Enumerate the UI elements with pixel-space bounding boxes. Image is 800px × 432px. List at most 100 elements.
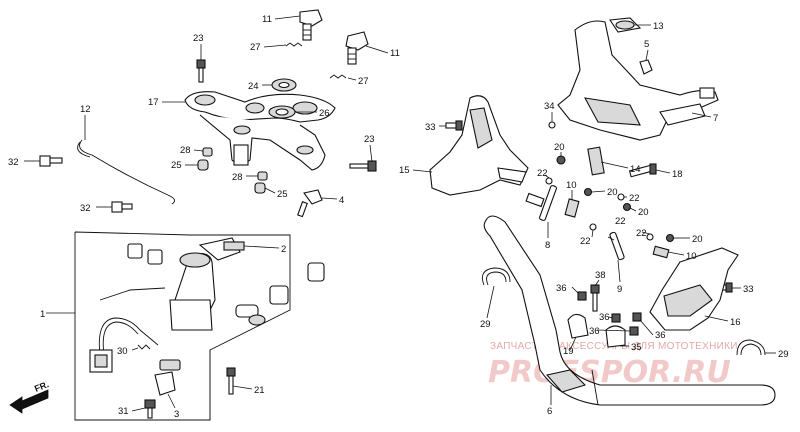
ignition-switch-part — [169, 237, 245, 331]
callout-2: 2 — [281, 244, 286, 255]
connector-part-b — [147, 249, 163, 265]
watermark: ЗАПЧАСТИ И АКСЕССУАРЫ ДЛЯ МОТОТЕХНИКИ PR… — [488, 341, 737, 390]
callout-19: 19 — [563, 346, 574, 357]
bolt-part-20b — [583, 187, 593, 197]
watermark-line2: PROFSPOR.RU — [488, 355, 731, 390]
key-part — [297, 189, 323, 218]
left-cover-part — [429, 95, 529, 196]
clip-part-30 — [137, 344, 151, 350]
callout-31: 31 — [118, 406, 129, 417]
front-direction-marker: FR. — [9, 379, 50, 414]
callout-5: 5 — [644, 39, 649, 50]
callout-32: 32 — [8, 157, 19, 168]
bolt-part-23a — [196, 59, 206, 83]
right-cover-part — [649, 247, 739, 331]
clamp-part-29b — [736, 339, 766, 356]
callout-1: 1 — [40, 309, 45, 320]
callout-12: 12 — [80, 104, 91, 115]
callout-14: 14 — [630, 164, 641, 175]
nut-part-25b — [254, 182, 266, 194]
callout-21: 21 — [254, 385, 265, 396]
bolt-part-21 — [226, 367, 236, 395]
clip-part-10a — [564, 198, 580, 218]
callout-30: 30 — [117, 346, 128, 357]
callout-11: 11 — [390, 48, 400, 59]
callout-25: 25 — [171, 160, 182, 171]
callout-16: 16 — [730, 317, 741, 328]
callout-3: 3 — [174, 409, 179, 420]
harness-part — [89, 287, 166, 373]
callout-20: 20 — [638, 207, 649, 218]
callout-22: 22 — [636, 228, 647, 239]
connector-part-e — [235, 304, 266, 326]
callout-36: 36 — [589, 326, 600, 337]
callout-22: 22 — [629, 193, 640, 204]
bolt-part-20a — [556, 155, 566, 165]
callout-34: 34 — [544, 101, 555, 112]
holder-part-19 — [567, 313, 589, 339]
callout-18: 18 — [672, 169, 683, 180]
bolt-part-23b — [349, 160, 377, 172]
bolt-part-18 — [628, 163, 657, 178]
callout-10: 10 — [566, 180, 577, 191]
callout-4: 4 — [339, 195, 344, 206]
connector-part-c — [307, 262, 325, 282]
bolt-part-36b — [611, 313, 621, 323]
callout-9: 9 — [617, 284, 622, 295]
bolt-part-20c — [622, 202, 632, 212]
leader-lines — [24, 15, 776, 412]
rod-part-9 — [609, 231, 625, 261]
rod-part-8 — [525, 185, 557, 221]
clip-part-14 — [587, 146, 605, 176]
washer-part-22b — [617, 193, 625, 201]
callout-labels: 11 27 11 27 23 24 17 26 23 28 25 28 25 4… — [8, 14, 789, 420]
callout-32: 32 — [80, 203, 91, 214]
callout-38: 38 — [595, 270, 606, 281]
callout-11: 11 — [262, 14, 272, 25]
fairing-stay-part — [557, 17, 719, 141]
callout-22: 22 — [580, 236, 591, 247]
callout-36: 36 — [655, 330, 666, 341]
callout-27: 27 — [250, 42, 261, 53]
callout-33: 33 — [425, 122, 436, 133]
connector-part-a — [127, 243, 143, 259]
callout-7: 7 — [713, 113, 718, 124]
wire-part — [77, 139, 175, 205]
callout-22: 22 — [537, 168, 548, 179]
bolt-part-32a — [39, 155, 63, 167]
callout-36: 36 — [599, 312, 610, 323]
callout-20: 20 — [554, 142, 565, 153]
bracket-part-3 — [154, 359, 181, 396]
callout-29: 29 — [480, 319, 491, 330]
spring-part-a — [285, 42, 303, 47]
clip-part-10b — [652, 245, 670, 259]
top-bridge-part — [184, 91, 336, 171]
bolt-part-38 — [590, 284, 600, 312]
bolt-part-31 — [144, 399, 156, 419]
callout-28: 28 — [180, 145, 191, 156]
callout-17: 17 — [148, 97, 159, 108]
connector-part-d — [269, 285, 289, 305]
bolt-part-36c — [629, 326, 639, 336]
callout-6: 6 — [547, 406, 552, 417]
nut-part-28b — [257, 171, 268, 181]
bolt-part-36d — [632, 312, 642, 322]
callout-35: 35 — [631, 342, 642, 353]
callout-27: 27 — [358, 76, 369, 87]
holder-part-35 — [605, 325, 626, 348]
key-bolt-part-a — [299, 9, 323, 41]
bolt-part-36a — [577, 291, 587, 301]
callout-26: 26 — [319, 108, 330, 119]
callout-22: 22 — [615, 216, 626, 227]
bolt-part-32b — [111, 201, 133, 213]
ignition-group-outline — [74, 231, 291, 421]
spring-part-b — [329, 74, 347, 79]
callout-23: 23 — [364, 134, 375, 145]
callout-36: 36 — [556, 283, 567, 294]
key-bolt-part-b — [345, 31, 369, 65]
bolt-part-20d — [665, 233, 675, 243]
callout-28: 28 — [232, 172, 243, 183]
nut-part-25a — [197, 159, 209, 171]
callout-24: 24 — [248, 81, 259, 92]
handlebar-part — [483, 215, 776, 406]
